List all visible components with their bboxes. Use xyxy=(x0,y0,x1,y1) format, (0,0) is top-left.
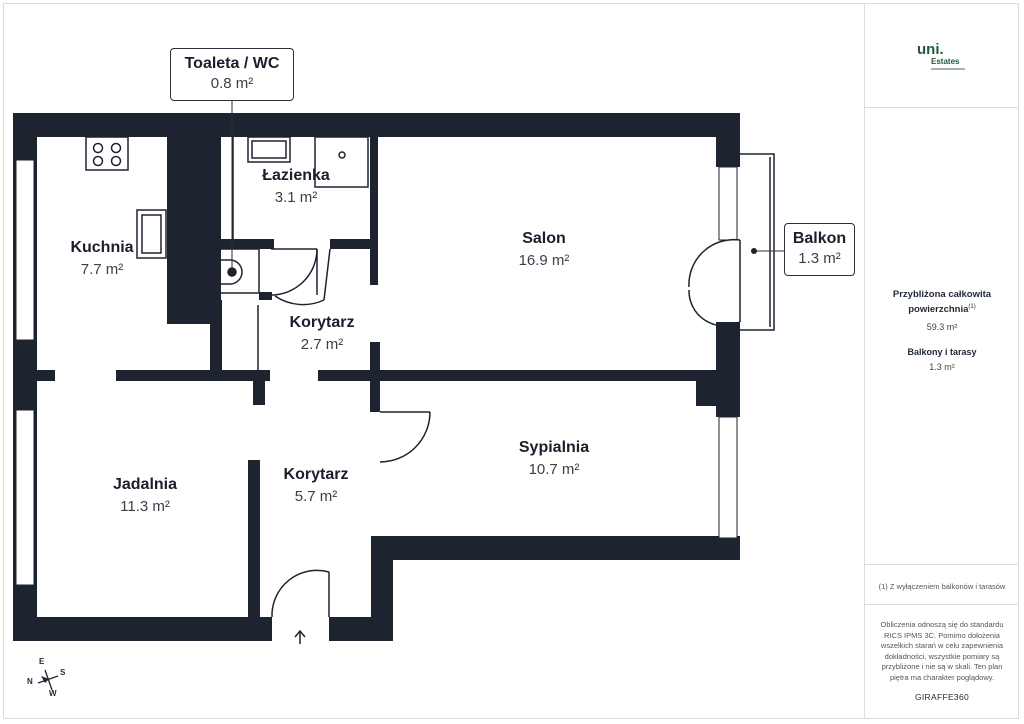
room-area-jadalnia: 11.3 m² xyxy=(120,498,170,515)
company-logo: uni. Estates xyxy=(917,42,977,72)
total-area-footnote-ref: (1) xyxy=(968,304,976,310)
room-area-lazienka: 3.1 m² xyxy=(274,189,318,206)
room-name-lazienka: Łazienka xyxy=(262,167,330,184)
footnote: (1) Z wyłączeniem balkonów i tarasów xyxy=(878,582,1006,591)
balconies-label: Balkony i tarasy xyxy=(907,347,977,357)
balkon-marker xyxy=(751,248,757,254)
compass-s: S xyxy=(60,668,66,677)
info-sidebar: uni. Estates Przybliżona całkowita powie… xyxy=(864,4,1019,718)
divider xyxy=(865,564,1019,565)
room-area-kuchnia: 7.7 m² xyxy=(80,261,124,278)
divider xyxy=(865,604,1019,605)
room-name-korytarz-1: Korytarz xyxy=(289,314,355,331)
balconies-value: 1.3 m² xyxy=(929,362,955,372)
room-name-korytarz-2: Korytarz xyxy=(283,466,349,483)
callout-toaleta: Toaleta / WC 0.8 m² xyxy=(170,48,294,101)
callout-leaders xyxy=(231,100,784,272)
compass-arrow-icon xyxy=(41,676,49,683)
compass-e: E xyxy=(39,657,45,666)
callout-balkon: Balkon 1.3 m² xyxy=(784,223,855,276)
wc-marker xyxy=(229,269,235,275)
room-name-balkon: Balkon xyxy=(792,230,847,247)
room-name-kuchnia: Kuchnia xyxy=(70,239,134,256)
room-area-sypialnia: 10.7 m² xyxy=(528,461,580,478)
room-name-jadalnia: Jadalnia xyxy=(112,476,178,493)
room-area-korytarz-2: 5.7 m² xyxy=(294,488,338,505)
room-area-salon: 16.9 m² xyxy=(518,252,570,269)
compass-w: W xyxy=(49,689,57,698)
room-name-salon: Salon xyxy=(522,230,566,247)
room-area-toaleta: 0.8 m² xyxy=(210,75,254,92)
compass-n: N xyxy=(27,677,33,686)
room-area-balkon: 1.3 m² xyxy=(798,250,841,267)
windows xyxy=(15,159,738,586)
room-name-toaleta: Toaleta / WC xyxy=(184,55,280,72)
floor-plan xyxy=(13,100,784,691)
logo-main: uni. xyxy=(917,41,944,58)
divider xyxy=(865,107,1019,108)
walls xyxy=(13,113,740,641)
total-area-value: 59.3 m² xyxy=(926,322,958,332)
logo-sub: Estates xyxy=(931,57,960,66)
total-area-label: Przybliżona całkowita powierzchnia(1) xyxy=(892,289,992,316)
room-name-sypialnia: Sypialnia xyxy=(518,439,590,456)
disclaimer: Obliczenia odnoszą się do standardu RICS… xyxy=(880,620,1004,682)
page-frame xyxy=(3,3,1019,719)
logo-tagline-mark xyxy=(931,68,965,70)
brand-mark: GIRAFFE360 xyxy=(914,692,970,702)
room-area-korytarz-1: 2.7 m² xyxy=(300,336,344,353)
